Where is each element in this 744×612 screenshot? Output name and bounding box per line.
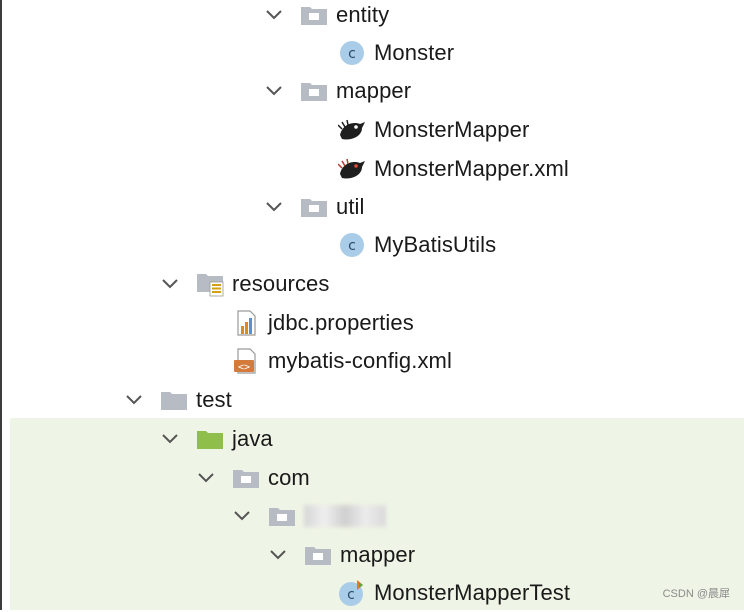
class-icon: c — [338, 39, 366, 67]
folder-icon — [160, 386, 188, 414]
test-source-folder-icon — [196, 425, 224, 453]
svg-text:<>: <> — [238, 362, 250, 373]
chevron-down-icon[interactable] — [230, 504, 254, 528]
tree-item-monstermapper[interactable]: MonsterMapper — [338, 111, 529, 149]
properties-file-icon — [232, 309, 260, 337]
folder-icon — [232, 464, 260, 492]
chevron-down-icon[interactable] — [194, 466, 218, 490]
tree-item-entity[interactable]: entity — [262, 0, 389, 34]
tree-item-jdbc-properties[interactable]: jdbc.properties — [232, 304, 414, 342]
svg-text:c: c — [348, 238, 356, 254]
tree-item-monstermapper-xml[interactable]: MonsterMapper.xml — [338, 150, 569, 188]
tree-item-redacted-package[interactable] — [230, 497, 386, 535]
tree-item-label: MonsterMapperTest — [374, 580, 571, 605]
tree-item-monstermappertest[interactable]: c MonsterMapperTest — [338, 574, 570, 612]
tree-item-java[interactable]: java — [158, 420, 273, 458]
tree-item-label: resources — [232, 271, 330, 296]
chevron-down-icon[interactable] — [262, 195, 286, 219]
chevron-down-icon[interactable] — [262, 79, 286, 103]
tree-item-com[interactable]: com — [194, 459, 310, 497]
tree-item-util[interactable]: util — [262, 188, 365, 226]
redacted-label — [304, 505, 386, 527]
tree-item-mybatis-config-xml[interactable]: <> mybatis-config.xml — [232, 342, 452, 380]
class-icon: c — [338, 231, 366, 259]
tree-item-label: com — [268, 465, 310, 490]
chevron-down-icon[interactable] — [262, 3, 286, 27]
tree-item-label: mapper — [336, 78, 412, 103]
tree-item-label: MonsterMapper.xml — [374, 156, 569, 181]
tree-item-label: mapper — [340, 542, 416, 567]
tree-item-label: mybatis-config.xml — [268, 348, 452, 373]
folder-icon — [304, 541, 332, 569]
tree-item-mapper[interactable]: mapper — [262, 72, 411, 110]
test-class-icon: c — [338, 579, 366, 607]
mybatis-bird-icon — [338, 155, 366, 183]
chevron-down-icon[interactable] — [122, 388, 146, 412]
left-border — [0, 0, 2, 610]
tree-item-label: jdbc.properties — [268, 310, 414, 335]
chevron-down-icon[interactable] — [158, 427, 182, 451]
tree-item-resources[interactable]: resources — [158, 265, 330, 303]
mybatis-bird-icon — [338, 116, 366, 144]
tree-item-label: entity — [336, 2, 390, 27]
resources-folder-icon — [196, 270, 224, 298]
xml-file-icon: <> — [232, 347, 260, 375]
tree-item-label: Monster — [374, 40, 455, 65]
tree-item-test[interactable]: test — [122, 381, 232, 419]
svg-text:c: c — [348, 46, 356, 62]
chevron-down-icon[interactable] — [266, 543, 290, 567]
tree-item-label: java — [232, 426, 273, 451]
folder-icon — [268, 502, 296, 530]
tree-item-label: MonsterMapper — [374, 117, 530, 142]
chevron-down-icon[interactable] — [158, 272, 182, 296]
tree-item-label: MyBatisUtils — [374, 232, 497, 257]
tree-item-mybatisutils[interactable]: c MyBatisUtils — [338, 226, 496, 264]
tree-item-label: test — [196, 387, 232, 412]
tree-item-monster[interactable]: c Monster — [338, 34, 454, 72]
folder-icon — [300, 193, 328, 221]
tree-item-test-mapper[interactable]: mapper — [266, 536, 415, 574]
tree-item-label: util — [336, 194, 365, 219]
folder-icon — [300, 1, 328, 29]
watermark: CSDN @晨犀 — [662, 588, 730, 600]
folder-icon — [300, 77, 328, 105]
svg-text:c: c — [347, 587, 355, 603]
